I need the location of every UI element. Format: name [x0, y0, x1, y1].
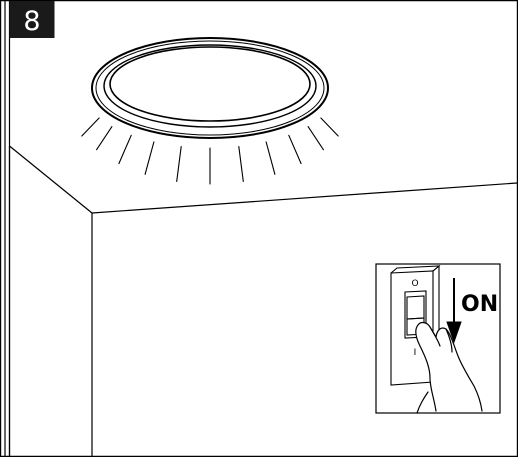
light-ray [176, 145, 182, 183]
light-ray [118, 134, 132, 165]
light-ray [81, 117, 100, 137]
switch-direction-label: ON [461, 292, 498, 317]
light-ray [144, 141, 155, 175]
ceiling-back-edge [9, 145, 93, 214]
light-ray [96, 126, 113, 151]
step-badge: 8 [9, 1, 55, 38]
fixture-outer-rim [91, 37, 329, 139]
light-ray [265, 141, 276, 175]
ceiling-light-fixture [91, 37, 329, 139]
step-number: 8 [23, 6, 40, 37]
fixture-inner-rim [103, 44, 317, 128]
light-ray [288, 134, 302, 165]
light-rays [81, 117, 339, 185]
switch-off-mark: O [411, 279, 418, 289]
step-badge-bg [9, 1, 55, 38]
light-ray [238, 145, 244, 183]
hand-pressing-switch [415, 321, 483, 414]
fixture-diffuser [109, 46, 311, 122]
switch-inset: O I ON [375, 263, 501, 414]
fixture-rim-line [95, 40, 325, 136]
ceiling-front-edge [91, 182, 518, 214]
switch-on-mark: I [414, 348, 417, 358]
room-walls [8, 145, 518, 457]
light-ray [320, 117, 339, 137]
arrow-down-icon [446, 278, 462, 344]
light-ray [307, 126, 324, 151]
